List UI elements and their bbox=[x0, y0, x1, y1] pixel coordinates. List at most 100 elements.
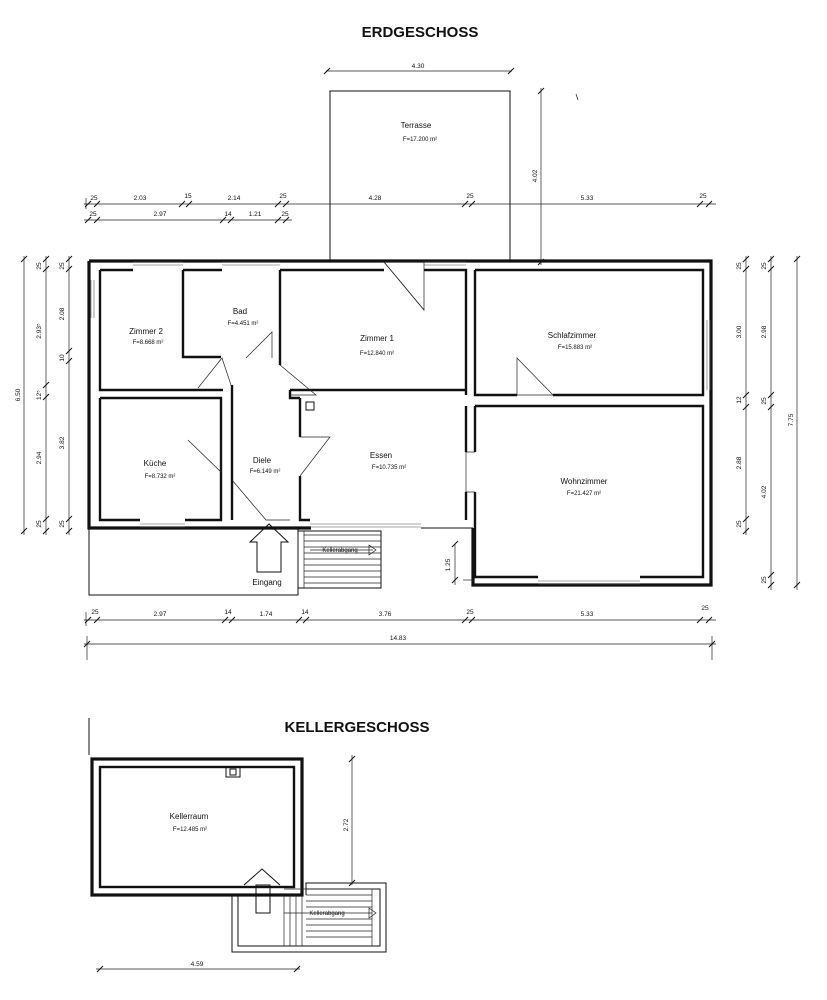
dim-right-inner-0: 25 bbox=[736, 262, 743, 270]
eingang-label: Eingang bbox=[252, 578, 281, 587]
terrace-width-label: 4.30 bbox=[412, 63, 425, 70]
wall-diele-corner bbox=[288, 390, 300, 400]
basement-height-label: 2.72 bbox=[343, 818, 350, 831]
wall-diele-right-bottom bbox=[298, 476, 310, 522]
door-zimmer1-leaf bbox=[383, 261, 425, 311]
basement-chimney-inner bbox=[229, 768, 237, 776]
wall-zimmer1-right bbox=[424, 268, 468, 395]
dim-bottom-4: 14 bbox=[301, 609, 309, 616]
door-zimmer1-diele bbox=[279, 364, 317, 396]
dim-left-mid-2: 12⁵ bbox=[36, 390, 43, 400]
terrace-width-dimension: 4.30 bbox=[323, 63, 515, 75]
entry-arrow-icon bbox=[248, 523, 290, 573]
basement-stairs-inner bbox=[237, 888, 381, 947]
ground-floor: Eingang Kellerabgang 1.25 Zimmer 2 bbox=[87, 259, 713, 596]
dim-bottom-6: 25 bbox=[466, 609, 474, 616]
kueche-area: F=8.732 m² bbox=[145, 474, 176, 480]
total-width-label: 14.83 bbox=[390, 635, 407, 642]
dim-right-mid-4: 25 bbox=[761, 576, 768, 584]
dim-left-mid-4: 25 bbox=[36, 520, 43, 528]
diele-area: F=6.149 m² bbox=[250, 469, 281, 475]
dim-top1-7: 5.33 bbox=[581, 195, 594, 202]
windows bbox=[90, 261, 711, 585]
essen-name: Essen bbox=[370, 451, 392, 460]
dim-top1-6: 25 bbox=[466, 193, 474, 200]
dim-right-mid-2: 25 bbox=[761, 397, 768, 405]
bad-area: F=4.451 m² bbox=[228, 321, 259, 327]
right-mid-dimension: 25 2.98 25 4.02 25 bbox=[761, 255, 775, 590]
dim-top1-0: 25 bbox=[90, 195, 98, 202]
chimney bbox=[305, 401, 315, 411]
dim-left-mid-1: 2.93⁵ bbox=[36, 323, 43, 339]
zimmer1-area: F=12.840 m² bbox=[360, 351, 394, 357]
door-essen bbox=[299, 436, 331, 477]
total-width-dimension: 14.83 bbox=[83, 635, 716, 660]
basement-chimney bbox=[225, 766, 241, 778]
zimmer2-name: Zimmer 2 bbox=[129, 327, 163, 336]
door-schlafzimmer bbox=[516, 357, 554, 396]
dim-left-inner-1: 2.08 bbox=[59, 307, 66, 320]
terrace-depth-label: 4.02 bbox=[532, 169, 539, 182]
dim-right-inner-1: 3.00 bbox=[736, 325, 743, 338]
basement-title: KELLERGESCHOSS bbox=[284, 719, 429, 736]
left-outer-label: 6.50 bbox=[15, 388, 22, 401]
dim-bottom-2: 14 bbox=[224, 609, 232, 616]
dim-bottom-1: 2.97 bbox=[154, 611, 167, 618]
dim-top1-1: 2.03 bbox=[134, 195, 147, 202]
top-dimension-row-2: 25 2.97 14 1.21 25 bbox=[84, 211, 292, 224]
door-swings bbox=[187, 261, 554, 521]
kellerraum-walls bbox=[98, 765, 296, 889]
wall-schlafzimmer-left bbox=[473, 270, 517, 397]
basement-stairs-outline bbox=[231, 882, 387, 953]
zimmer1-name: Zimmer 1 bbox=[360, 334, 394, 343]
diele-name: Diele bbox=[253, 456, 272, 465]
essen-area: F=10.735 m² bbox=[372, 465, 406, 471]
dim-left-mid-3: 2.94 bbox=[36, 451, 43, 464]
basement-width-label: 4.59 bbox=[191, 961, 204, 968]
basement-door-landing bbox=[255, 884, 271, 914]
entry-step-dimension: 1.25 bbox=[445, 540, 459, 585]
kellerraum-area: F=12.485 m² bbox=[173, 827, 207, 833]
basement-stairs-treads bbox=[283, 888, 373, 946]
kellerraum-name: Kellerraum bbox=[170, 812, 209, 821]
dim-bottom-8: 25 bbox=[701, 605, 709, 612]
dim-top2-0: 25 bbox=[89, 211, 97, 218]
dim-top1-4: 25 bbox=[279, 193, 287, 200]
dim-bottom-5: 3.76 bbox=[379, 611, 392, 618]
basement-width-dimension: 4.59 bbox=[96, 961, 301, 973]
ground-floor-title: ERDGESCHOSS bbox=[362, 24, 479, 41]
zimmer2-area: F=8.668 m² bbox=[133, 340, 164, 346]
stairs-direction-icon bbox=[368, 544, 377, 556]
dim-left-inner-4: 25 bbox=[59, 520, 66, 528]
schlafzimmer-area: F=15.883 m² bbox=[558, 345, 592, 351]
dim-right-inner-3: 2.88 bbox=[736, 456, 743, 469]
dim-left-inner-0: 25 bbox=[59, 262, 66, 270]
kellerabgang-label-basement: Kellerabgang bbox=[309, 911, 344, 917]
dim-top2-3: 1.21 bbox=[249, 211, 262, 218]
dim-top2-1: 2.97 bbox=[154, 211, 167, 218]
basement-stairs-ground: Kellerabgang bbox=[297, 530, 382, 589]
bottom-dimension-row: 25 2.97 14 1.74 14 3.76 25 5.33 25 bbox=[84, 605, 716, 626]
dim-left-mid-0: 25 bbox=[36, 262, 43, 270]
bad-name: Bad bbox=[233, 307, 247, 316]
schlafzimmer-name: Schlafzimmer bbox=[548, 331, 597, 340]
top-dimension-row-1: 25 2.03 15 2.14 25 4.28 25 5.33 25 bbox=[84, 193, 716, 209]
door-zimmer2 bbox=[197, 357, 233, 389]
right-outer-label: 7.75 bbox=[788, 413, 795, 426]
dim-bottom-3: 1.74 bbox=[260, 611, 273, 618]
basement-outer-wall bbox=[90, 757, 304, 897]
dim-top2-2: 14 bbox=[224, 211, 232, 218]
basement-height-dimension: 2.72 bbox=[343, 755, 356, 887]
door-kueche bbox=[187, 439, 222, 473]
dim-right-mid-3: 4.02 bbox=[761, 485, 768, 498]
basement-stairs-direction-icon bbox=[368, 907, 377, 919]
dim-right-inner-2: 12 bbox=[736, 396, 743, 404]
door-wohnzimmer bbox=[466, 451, 475, 493]
basement-door-top bbox=[243, 868, 281, 886]
wall-bad-left bbox=[181, 270, 221, 359]
kellerabgang-label-ground: Kellerabgang bbox=[322, 548, 357, 554]
dim-left-inner-2: 10 bbox=[59, 354, 66, 362]
wall-zimmer2 bbox=[98, 270, 223, 392]
basement-floor: Kellerraum F=12.485 m² Kellerabgang bbox=[88, 718, 387, 973]
